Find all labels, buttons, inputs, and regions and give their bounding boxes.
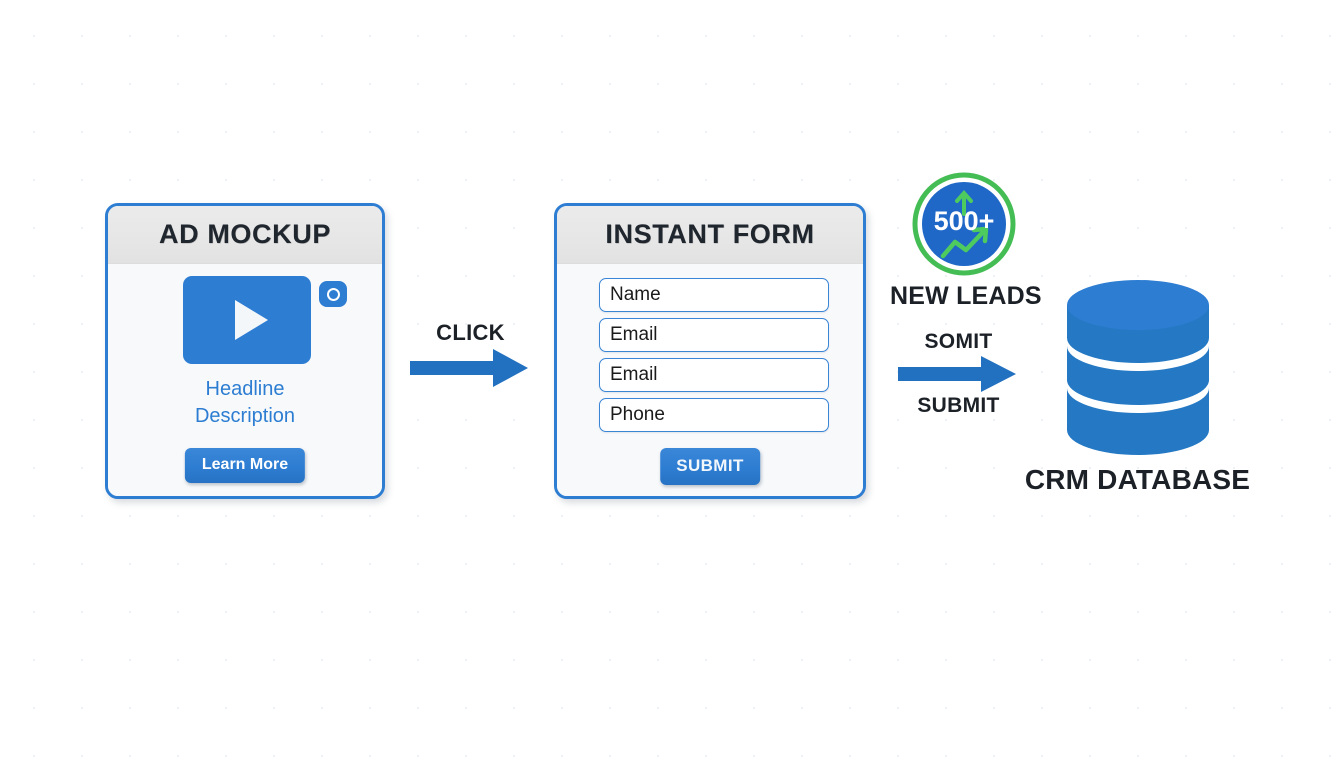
submit-arrow-label-bottom: SUBMIT [917, 394, 1000, 417]
new-leads-label: NEW LEADS [890, 282, 1042, 310]
leads-count-layer: 500+ [934, 206, 995, 236]
ad-video-row [108, 276, 382, 366]
camera-lens-icon [319, 281, 347, 307]
form-fields-list [599, 278, 829, 438]
database-cylinder-icon [1066, 280, 1209, 455]
submit-arrow-group: SOMIT SUBMIT [896, 330, 1021, 418]
leads-count-text: 500+ [934, 206, 995, 236]
camera-lens-ring [326, 287, 340, 301]
ad-description-text: Description [194, 405, 296, 427]
leads-badge-graphic [912, 172, 1016, 276]
ad-mockup-title: AD MOCKUP [159, 219, 331, 249]
video-thumbnail[interactable] [183, 276, 311, 364]
submit-arrow-label-top: SOMIT [924, 330, 993, 353]
instant-form-title: INSTANT FORM [605, 219, 815, 249]
ad-mockup-card: AD MOCKUP Headline Description Learn Mor… [105, 203, 385, 499]
right-arrow-icon [898, 356, 1016, 392]
ad-mockup-body: Headline Description Learn More [108, 264, 382, 496]
instant-form-card: INSTANT FORM SUBMIT [554, 203, 866, 499]
email-field-2[interactable] [599, 358, 829, 392]
play-icon [234, 300, 268, 340]
form-submit-button[interactable]: SUBMIT [660, 448, 760, 485]
new-leads-group: 500+ NEW LEADS [890, 172, 1042, 311]
trend-up-arrow-icon [955, 189, 973, 216]
crm-database-group: CRM DATABASE [1015, 280, 1260, 496]
ad-headline-text: Headline [205, 378, 285, 400]
right-arrow-icon [410, 349, 528, 387]
phone-field[interactable] [599, 398, 829, 432]
ad-mockup-header: AD MOCKUP [108, 206, 382, 264]
instant-form-header: INSTANT FORM [557, 206, 863, 264]
email-field-1[interactable] [599, 318, 829, 352]
camera-lens-dot [331, 292, 335, 296]
click-arrow-group: CLICK [408, 320, 533, 390]
learn-more-button[interactable]: Learn More [184, 448, 306, 483]
instant-form-body: SUBMIT [557, 264, 863, 496]
name-field[interactable] [599, 278, 829, 312]
leads-badge: 500+ [912, 172, 1016, 276]
crm-database-label: CRM DATABASE [1024, 464, 1251, 495]
trend-line-icon [940, 226, 989, 259]
click-arrow-label: CLICK [436, 320, 505, 345]
